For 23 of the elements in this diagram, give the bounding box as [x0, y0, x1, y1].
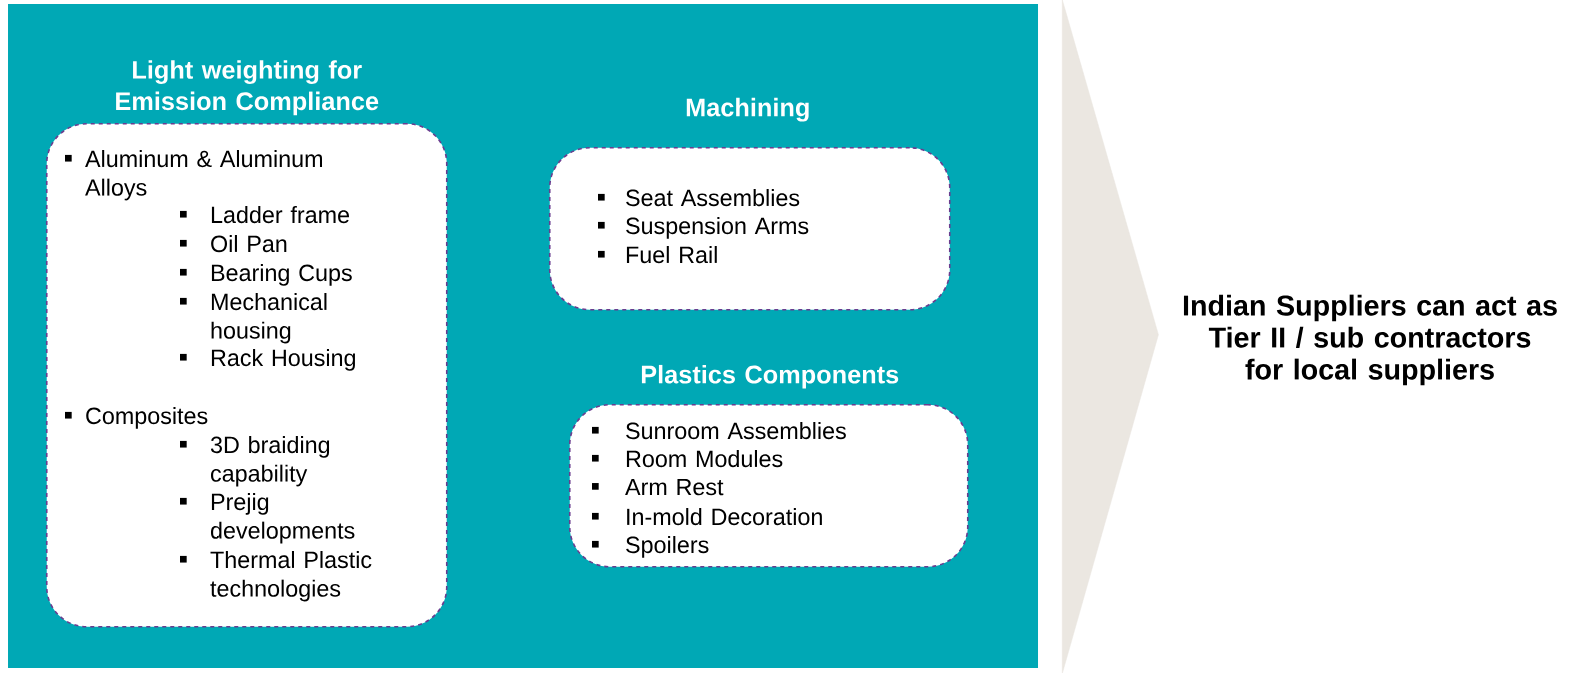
list-item: Seat Assemblies: [598, 189, 800, 207]
box-heading: Plastics Components: [641, 364, 899, 389]
list-item: Bearing Cups: [180, 264, 352, 286]
list-item: Room Modules: [592, 450, 783, 468]
list-item: Spoilers: [592, 536, 709, 558]
list-item: Composites: [65, 407, 208, 429]
chevron-arrow: [1062, 0, 1159, 673]
list-item: Rack Housing: [180, 349, 356, 371]
list-item: 3D braiding capability: [180, 436, 330, 487]
list-item: Thermal Plastic technologies: [180, 551, 372, 602]
box-heading: Light weighting for Emission Compliance: [116, 60, 379, 116]
box-heading: Machining: [686, 97, 809, 122]
list-item: Aluminum & Aluminum Alloys: [65, 150, 322, 201]
list-item: Suspension Arms: [598, 217, 809, 239]
list-item: Prejig developments: [180, 493, 355, 544]
list-item: Oil Pan: [180, 235, 287, 253]
list-item: Sunroom Assemblies: [592, 422, 846, 440]
list-item: Fuel Rail: [598, 246, 717, 264]
list-item: Ladder frame: [180, 206, 349, 224]
list-item: Arm Rest: [592, 479, 724, 496]
list-item: Mechanical housing: [180, 293, 327, 344]
list-item: In-mold Decoration: [592, 508, 822, 526]
conclusion-text: Indian Suppliers can act as Tier II / sub contractors for local suppliers: [1183, 294, 1557, 386]
